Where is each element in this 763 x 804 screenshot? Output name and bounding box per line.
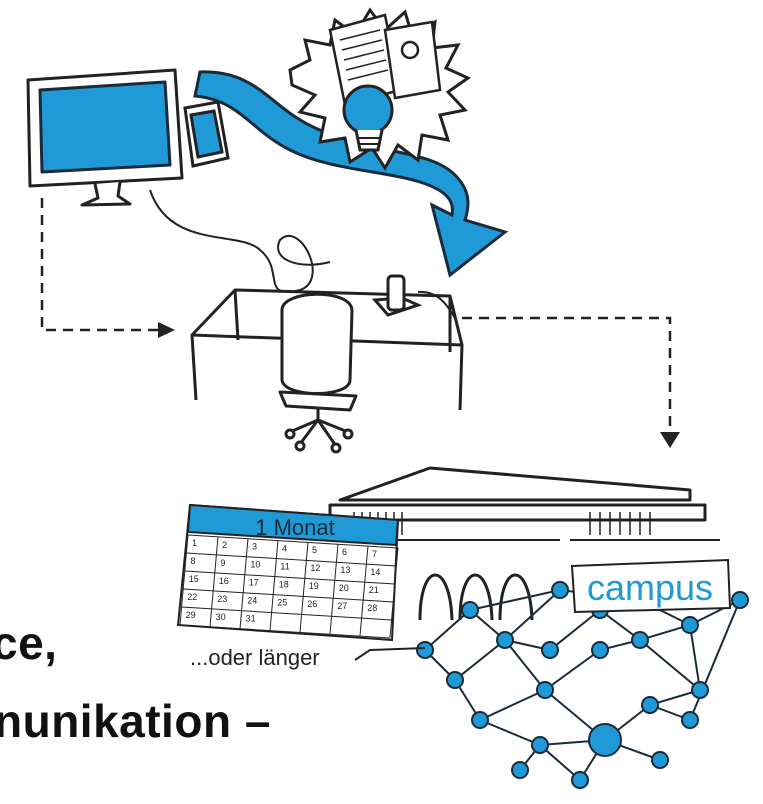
calendar-day: 8 (190, 556, 195, 566)
cable (149, 189, 331, 293)
campus-label: campus (587, 567, 713, 608)
calendar-day: 9 (220, 558, 225, 568)
calendar-day: 10 (250, 560, 260, 570)
calendar-day: 7 (372, 549, 377, 559)
calendar-day: 5 (312, 545, 317, 555)
dashed-connector (40, 198, 672, 430)
calendar-day: 28 (367, 603, 377, 613)
network-graph (416, 581, 749, 789)
calendar-day: 27 (337, 601, 347, 611)
calendar-day: 23 (217, 594, 227, 604)
calendar-day: 3 (252, 542, 257, 552)
headline-line-1: ce, (0, 617, 58, 669)
calendar-icon: 1 Monat (176, 503, 400, 642)
calendar-day: 18 (279, 579, 289, 589)
headline-line-2: nunikation – (0, 695, 271, 747)
phone-icon (371, 274, 456, 319)
arrow-icon (193, 70, 509, 278)
calendar-day: 15 (189, 574, 199, 584)
calendar-day: 11 (280, 561, 289, 571)
campus-badge: campus (570, 558, 732, 614)
chair-icon (278, 292, 358, 454)
calendar-day: 24 (247, 596, 257, 606)
calendar-day: 19 (309, 581, 319, 591)
calendar-day: 17 (249, 578, 259, 588)
calendar-day: 30 (216, 612, 226, 622)
calendar-day: 4 (282, 543, 287, 553)
caption-bracket (354, 647, 426, 661)
caption: ...oder länger (190, 645, 320, 670)
calendar-day: 20 (339, 583, 349, 593)
calendar-day: 22 (187, 592, 197, 602)
arrowhead-left (158, 322, 175, 338)
lightbulb-icon (342, 84, 394, 152)
calendar-day: 21 (369, 585, 379, 595)
idea-burst (288, 7, 472, 171)
calendar-day: 12 (310, 563, 320, 573)
calendar-day: 29 (186, 610, 196, 620)
calendar-day: 16 (219, 576, 229, 586)
calendar-day: 31 (246, 614, 256, 624)
calendar-day: 13 (340, 565, 350, 575)
arrowhead-down (660, 432, 680, 448)
monitor-icon (26, 68, 184, 207)
calendar-day: 26 (307, 599, 317, 609)
document-icon (328, 13, 442, 107)
calendar-title: 1 Monat (255, 515, 335, 540)
calendar-day: 6 (342, 547, 347, 557)
calendar-day: 25 (277, 597, 287, 607)
calendar-day: 14 (370, 567, 380, 577)
tablet-icon (183, 100, 230, 168)
calendar-day: 1 (192, 538, 197, 548)
calendar-day: 2 (222, 540, 227, 550)
